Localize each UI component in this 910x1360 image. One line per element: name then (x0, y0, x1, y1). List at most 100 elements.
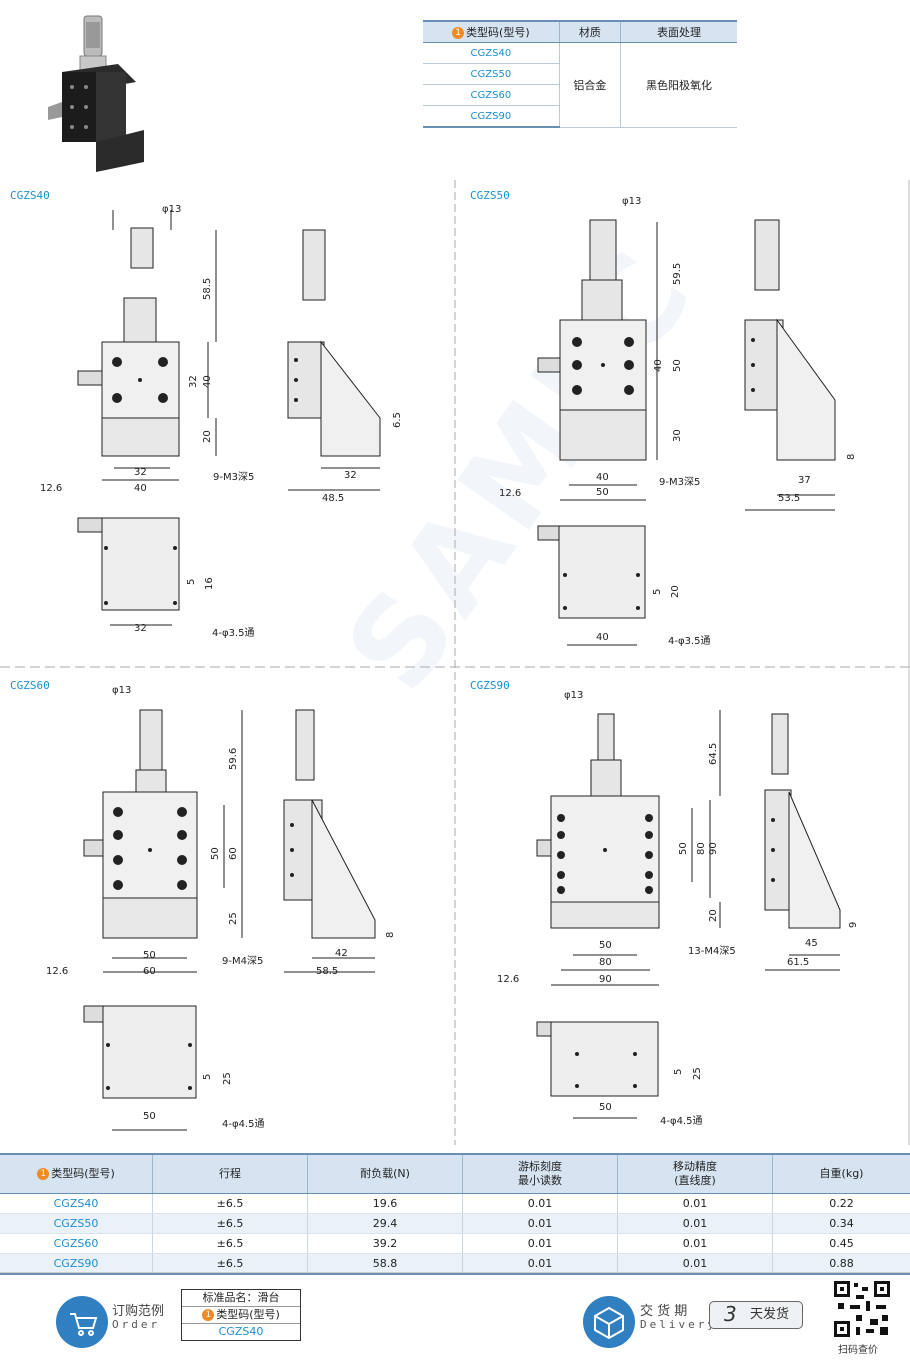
col-surface: 表面处理 (620, 21, 737, 43)
dim-label: 32 (134, 623, 147, 634)
dim-label: 40 (202, 375, 213, 388)
dim-label: 12.6 (497, 974, 519, 985)
dim-label: 50 (678, 842, 689, 855)
cell: 0.01 (463, 1214, 618, 1234)
delivery-days-box: 3 天发货 (709, 1301, 803, 1329)
cell: ±6.5 (153, 1214, 308, 1234)
dim-label: 50 (143, 1111, 156, 1122)
delivery-title: 交 货 期 (640, 1300, 687, 1319)
order-title: 订购范例 (112, 1300, 164, 1319)
order-subtitle: Order (112, 1318, 160, 1331)
cell: 0.45 (773, 1234, 910, 1254)
dim-label: 50 (143, 950, 156, 961)
dim-label: 90 (708, 842, 719, 855)
dim-label: 8 (385, 932, 396, 938)
cell: 0.22 (773, 1194, 910, 1214)
cell: CGZS60 (0, 1234, 153, 1254)
delivery-unit: 天发货 (750, 1302, 789, 1328)
dim-label: 25 (222, 1072, 233, 1085)
dim-label: 50 (672, 359, 683, 372)
dim-label: 25 (228, 912, 239, 925)
code-cell: CGZS50 (423, 64, 559, 85)
dim-label: 4-φ4.5通 (222, 1115, 264, 1130)
dim-label: 64.5 (708, 743, 719, 765)
dim-label: 9 (848, 922, 859, 928)
dim-label: 32 (188, 375, 199, 388)
dim-label: 9-M3深5 (659, 473, 700, 488)
code-cell: CGZS60 (423, 85, 559, 106)
dim-label: 50 (599, 1102, 612, 1113)
cell: 29.4 (308, 1214, 463, 1234)
badge-number: 1 (452, 27, 464, 39)
dim-label: 90 (599, 974, 612, 985)
dim-label: 30 (672, 429, 683, 442)
cell: 0.01 (618, 1254, 773, 1275)
dim-label: 8 (846, 454, 857, 460)
cart-icon (56, 1296, 108, 1348)
dim-label: 40 (596, 472, 609, 483)
cell: CGZS90 (0, 1254, 153, 1275)
material-cell: 铝合金 (559, 43, 620, 128)
dim-label: 20 (670, 585, 681, 598)
dim-label: 20 (708, 909, 719, 922)
dim-label: 32 (344, 470, 357, 481)
dim-label: 53.5 (778, 493, 800, 504)
cell: ±6.5 (153, 1194, 308, 1214)
dim-label: 9-M3深5 (213, 468, 254, 483)
dim-label: 12.6 (46, 966, 68, 977)
dim-label: 6.5 (392, 412, 403, 428)
dim-label: 61.5 (787, 957, 809, 968)
order-line-3: CGZS40 (182, 1324, 300, 1340)
qr-code-icon[interactable] (832, 1279, 892, 1339)
dim-label: 13-M4深5 (688, 942, 736, 957)
dim-label: 32 (134, 467, 147, 478)
dim-label: 25 (692, 1067, 703, 1080)
cell: 0.01 (463, 1234, 618, 1254)
cell: 39.2 (308, 1234, 463, 1254)
dim-label: 80 (599, 957, 612, 968)
col-load: 耐负载(N) (308, 1154, 463, 1194)
dim-label: 80 (696, 842, 707, 855)
dim-label: φ13 (162, 204, 181, 215)
dim-label: 50 (599, 940, 612, 951)
product-photo (40, 12, 150, 172)
drawing-cgzs40 (0, 200, 455, 650)
dim-label: 42 (335, 948, 348, 959)
dim-label: 5 (186, 579, 197, 585)
cell: CGZS40 (0, 1194, 153, 1214)
dim-label: 4-φ4.5通 (660, 1112, 702, 1127)
cell: 0.01 (463, 1194, 618, 1214)
col-material: 材质 (559, 21, 620, 43)
dim-label: 20 (202, 430, 213, 443)
cell: 0.01 (618, 1194, 773, 1214)
surface-cell: 黑色阳极氧化 (620, 43, 737, 128)
col-stroke: 行程 (153, 1154, 308, 1194)
dim-label: 59.5 (672, 263, 683, 285)
delivery-days: 3 (724, 1301, 737, 1327)
dim-label: φ13 (622, 196, 641, 207)
dim-label: 16 (204, 577, 215, 590)
dim-label: 4-φ3.5通 (212, 624, 254, 639)
dim-label: 4-φ3.5通 (668, 632, 710, 647)
cell: CGZS50 (0, 1214, 153, 1234)
qr-caption: 扫码查价 (838, 1341, 878, 1356)
dim-label: 5 (652, 589, 663, 595)
dim-label: 5 (673, 1069, 684, 1075)
cell: 19.6 (308, 1194, 463, 1214)
delivery-subtitle: Delivery (640, 1318, 717, 1331)
dim-label: 12.6 (40, 483, 62, 494)
dim-label: 50 (596, 487, 609, 498)
dim-label: 60 (228, 847, 239, 860)
dim-label: 45 (805, 938, 818, 949)
dim-label: 58.5 (202, 278, 213, 300)
cell: 0.88 (773, 1254, 910, 1275)
dim-label: 58.5 (316, 966, 338, 977)
dim-label: 12.6 (499, 488, 521, 499)
